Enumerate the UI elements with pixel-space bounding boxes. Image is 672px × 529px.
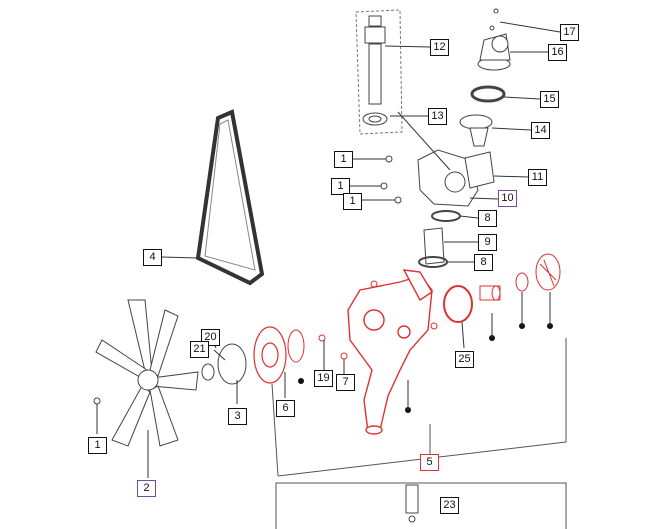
callout-23[interactable]: 23 (440, 497, 459, 514)
callout-10[interactable]: 10 (498, 190, 517, 207)
water-pump-housing-part (347, 269, 433, 435)
callout-17[interactable]: 17 (560, 24, 579, 41)
callout-15[interactable]: 15 (540, 91, 559, 108)
callout-3[interactable]: 3 (228, 408, 247, 425)
gasket-25-part (443, 285, 473, 323)
pulley-6-part (253, 326, 287, 384)
callout-8-lower[interactable]: 8 (474, 254, 493, 271)
part-dots (298, 323, 553, 413)
callout-21[interactable]: 21 (190, 341, 209, 358)
thermostat-housing-part (417, 149, 495, 207)
pump-shaft-part (479, 285, 501, 301)
callout-4[interactable]: 4 (143, 249, 162, 266)
sensor-group-outline (355, 9, 403, 135)
leader-lines (96, 21, 561, 478)
callout-25[interactable]: 25 (455, 351, 474, 368)
pulley-hub-part (287, 329, 305, 363)
callout-19[interactable]: 19 (314, 370, 333, 387)
group-bracket (271, 338, 567, 529)
thermostat-part (459, 114, 493, 147)
callout-1-middle[interactable]: 1 (331, 178, 350, 195)
sensor-23-part (405, 484, 419, 523)
seal-part (515, 272, 529, 292)
callout-8-upper[interactable]: 8 (478, 210, 497, 227)
drive-belt-part (195, 109, 265, 286)
o-ring-15-part (470, 85, 506, 103)
temperature-sensor-part (362, 15, 388, 126)
callout-7[interactable]: 7 (336, 374, 355, 391)
callout-12[interactable]: 12 (430, 39, 449, 56)
callout-11[interactable]: 11 (528, 169, 547, 186)
impeller-part (535, 253, 561, 291)
cooling-fan-part (95, 299, 199, 447)
callout-6[interactable]: 6 (276, 400, 295, 417)
bolts (93, 8, 499, 405)
callout-1-fan[interactable]: 1 (88, 437, 107, 454)
callout-14[interactable]: 14 (531, 122, 550, 139)
coolant-hose-part (423, 227, 445, 265)
fan-clutch-part (201, 343, 247, 385)
callout-1-lower[interactable]: 1 (343, 193, 362, 210)
thermostat-cover-part (477, 33, 511, 71)
callout-16[interactable]: 16 (548, 44, 567, 61)
callout-5[interactable]: 5 (420, 454, 439, 471)
callout-1-upper[interactable]: 1 (334, 151, 353, 168)
callout-13[interactable]: 13 (428, 108, 447, 125)
callout-2[interactable]: 2 (137, 480, 156, 497)
callout-9[interactable]: 9 (478, 234, 497, 251)
